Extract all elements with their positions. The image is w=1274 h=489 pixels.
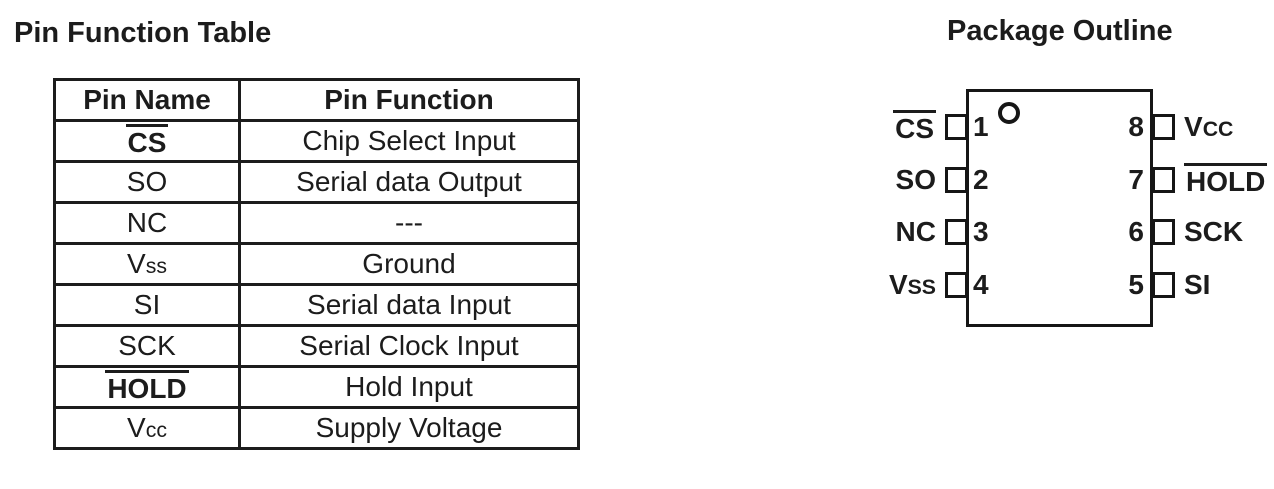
overline-signal-name: CS bbox=[125, 123, 169, 157]
pin-number: 2 bbox=[973, 164, 989, 195]
signal-name: SO bbox=[895, 164, 936, 195]
pin-function-cell: Ground bbox=[238, 242, 580, 286]
pin-lead-icon bbox=[945, 114, 968, 140]
pin1-indicator-icon bbox=[998, 102, 1020, 124]
pin-function-cell: Serial Clock Input bbox=[238, 324, 580, 368]
pin-function-cell: Serial data Input bbox=[238, 283, 580, 327]
pin-number: 8 bbox=[1128, 111, 1144, 142]
table-row: NC --- bbox=[53, 201, 580, 245]
overline-signal-name: CS bbox=[893, 110, 936, 143]
pin-number: 4 bbox=[973, 269, 989, 300]
overline-signal-name: HOLD bbox=[105, 369, 189, 403]
pin-function-table-title: Pin Function Table bbox=[14, 17, 272, 49]
header-pin-name: Pin Name bbox=[53, 78, 241, 122]
pin-number: 7 bbox=[1128, 164, 1144, 195]
signal-name-small-suffix: cc bbox=[145, 417, 167, 442]
pin-label: SCK bbox=[1184, 215, 1243, 249]
pin-name-cell: SO bbox=[53, 160, 241, 204]
signal-name: Vcc bbox=[127, 411, 167, 443]
signal-name: SI bbox=[1184, 269, 1211, 300]
table-row: Vss Ground bbox=[53, 242, 580, 286]
pin-name-cell: HOLD bbox=[53, 365, 241, 409]
signal-name: NC bbox=[895, 216, 936, 247]
pin-name-cell: Vss bbox=[53, 242, 241, 286]
pin-function-cell: Supply Voltage bbox=[238, 406, 580, 450]
signal-name-small-suffix: CC bbox=[1202, 117, 1234, 141]
pin-lead-icon bbox=[945, 167, 968, 193]
table-row: HOLD Hold Input bbox=[53, 365, 580, 409]
table-row: SCK Serial Clock Input bbox=[53, 324, 580, 368]
signal-name: NC bbox=[126, 206, 168, 238]
chip-body bbox=[966, 89, 1153, 327]
pin-label: SI bbox=[1184, 268, 1210, 302]
overline-signal-name: HOLD bbox=[1184, 163, 1268, 196]
pin-lead-icon bbox=[1152, 272, 1175, 298]
pin-name-cell: SCK bbox=[53, 324, 241, 368]
package-outline-title: Package Outline bbox=[947, 15, 1173, 47]
pin-name-cell: SI bbox=[53, 283, 241, 327]
signal-name: VSS bbox=[888, 269, 936, 300]
pin-name-cell: NC bbox=[53, 201, 241, 245]
signal-name: Vss bbox=[127, 247, 167, 279]
pin-label: VCC bbox=[1184, 110, 1233, 146]
pin-name-cell: Vcc bbox=[53, 406, 241, 450]
header-pin-function: Pin Function bbox=[238, 78, 580, 122]
pin-number: 6 bbox=[1128, 216, 1144, 247]
pin-number: 3 bbox=[973, 216, 989, 247]
pin-function-table: Pin Name Pin Function CS Chip Select Inpu… bbox=[53, 78, 580, 450]
table-header-row: Pin Name Pin Function bbox=[53, 78, 580, 122]
table-row: SO Serial data Output bbox=[53, 160, 580, 204]
pin-label: NC bbox=[840, 215, 936, 249]
pin-function-cell: Hold Input bbox=[238, 365, 580, 409]
pin-lead-icon bbox=[1152, 114, 1175, 140]
pin-label: VSS bbox=[840, 268, 936, 304]
pin-lead-icon bbox=[1152, 167, 1175, 193]
pin-lead-icon bbox=[945, 219, 968, 245]
pin-label: HOLD bbox=[1184, 163, 1268, 199]
signal-name: VCC bbox=[1184, 111, 1234, 142]
pin-number: 1 bbox=[973, 111, 989, 142]
pin-lead-icon bbox=[945, 272, 968, 298]
table-row: CS Chip Select Input bbox=[53, 119, 580, 163]
pin-label: CS bbox=[840, 110, 936, 146]
pin-name-cell: CS bbox=[53, 119, 241, 163]
signal-name: SCK bbox=[118, 329, 176, 361]
signal-name-small-suffix: ss bbox=[145, 253, 167, 278]
table-row: Vcc Supply Voltage bbox=[53, 406, 580, 450]
pin-label: SO bbox=[840, 163, 936, 197]
pin-function-cell: --- bbox=[238, 201, 580, 245]
signal-name: SO bbox=[126, 165, 168, 197]
pin-number: 5 bbox=[1128, 269, 1144, 300]
pin-lead-icon bbox=[1152, 219, 1175, 245]
pin-function-cell: Chip Select Input bbox=[238, 119, 580, 163]
signal-name: SI bbox=[133, 288, 161, 320]
signal-name: SCK bbox=[1184, 216, 1244, 247]
pin-function-cell: Serial data Output bbox=[238, 160, 580, 204]
table-row: SI Serial data Input bbox=[53, 283, 580, 327]
signal-name-small-suffix: SS bbox=[907, 275, 936, 299]
